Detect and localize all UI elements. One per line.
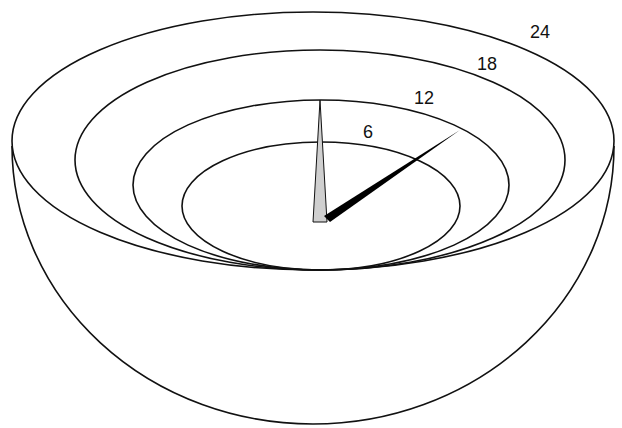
scale-number: 24 — [528, 22, 552, 42]
ring-ellipse — [133, 100, 509, 270]
rim-ellipse — [12, 12, 614, 270]
ring-ellipse — [75, 50, 565, 270]
bowl-outline — [12, 146, 614, 424]
scale-number: 6 — [361, 122, 375, 142]
scale-number: 18 — [475, 54, 499, 74]
scale-number: 12 — [412, 88, 436, 108]
gnomon — [313, 100, 327, 222]
shadow — [324, 130, 460, 222]
